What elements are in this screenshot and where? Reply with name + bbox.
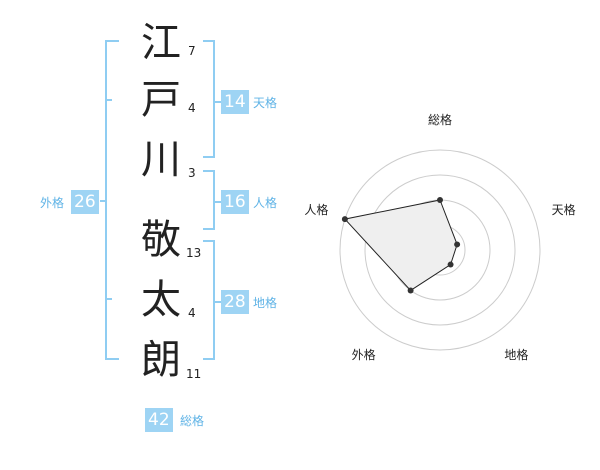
tenkaku-label: 天格 bbox=[253, 96, 278, 110]
stroke-count-5: 4 bbox=[188, 306, 196, 320]
tenkaku-value-badge: 14 bbox=[221, 90, 249, 114]
stroke-count-4: 13 bbox=[186, 246, 202, 260]
radar-ring bbox=[339, 149, 541, 351]
radar-point-3 bbox=[447, 261, 454, 268]
gaikaku-value-badge: 26 bbox=[71, 190, 99, 214]
radar-series-polygon bbox=[343, 199, 458, 292]
name-char-5: 太 bbox=[141, 277, 181, 323]
stroke-count-1: 7 bbox=[188, 44, 196, 58]
name-char-6: 朗 bbox=[141, 337, 181, 383]
radar-point-4 bbox=[407, 287, 414, 294]
stroke-count-3: 3 bbox=[188, 166, 196, 180]
radar-point-1 bbox=[437, 197, 443, 203]
stroke-count-6: 11 bbox=[186, 367, 202, 381]
jinkaku-label: 人格 bbox=[253, 196, 278, 210]
name-char-1: 江 bbox=[141, 20, 181, 66]
radar-point-5 bbox=[341, 216, 348, 223]
radar-point-2 bbox=[454, 241, 461, 248]
chikaku-value-badge: 28 bbox=[221, 290, 249, 314]
radar-axis-label-3: 地格 bbox=[504, 347, 528, 362]
name-char-4: 敬 bbox=[141, 217, 181, 263]
soukaku-value-badge: 42 bbox=[145, 408, 173, 432]
radar-axis-label-2: 天格 bbox=[552, 202, 576, 217]
chikaku-label: 地格 bbox=[253, 296, 278, 310]
gaikaku-label: 外格 bbox=[40, 196, 65, 210]
radar-ring bbox=[364, 174, 516, 326]
stroke-count-2: 4 bbox=[188, 101, 196, 115]
radar-axis-label-1: 総格 bbox=[428, 112, 452, 127]
soukaku-label: 総格 bbox=[180, 414, 205, 428]
name-char-2: 戸 bbox=[141, 77, 181, 123]
radar-axis-label-4: 外格 bbox=[352, 347, 376, 362]
jinkaku-value-badge: 16 bbox=[221, 190, 249, 214]
radar-axis-label-5: 人格 bbox=[304, 202, 328, 217]
name-char-3: 川 bbox=[141, 137, 181, 183]
